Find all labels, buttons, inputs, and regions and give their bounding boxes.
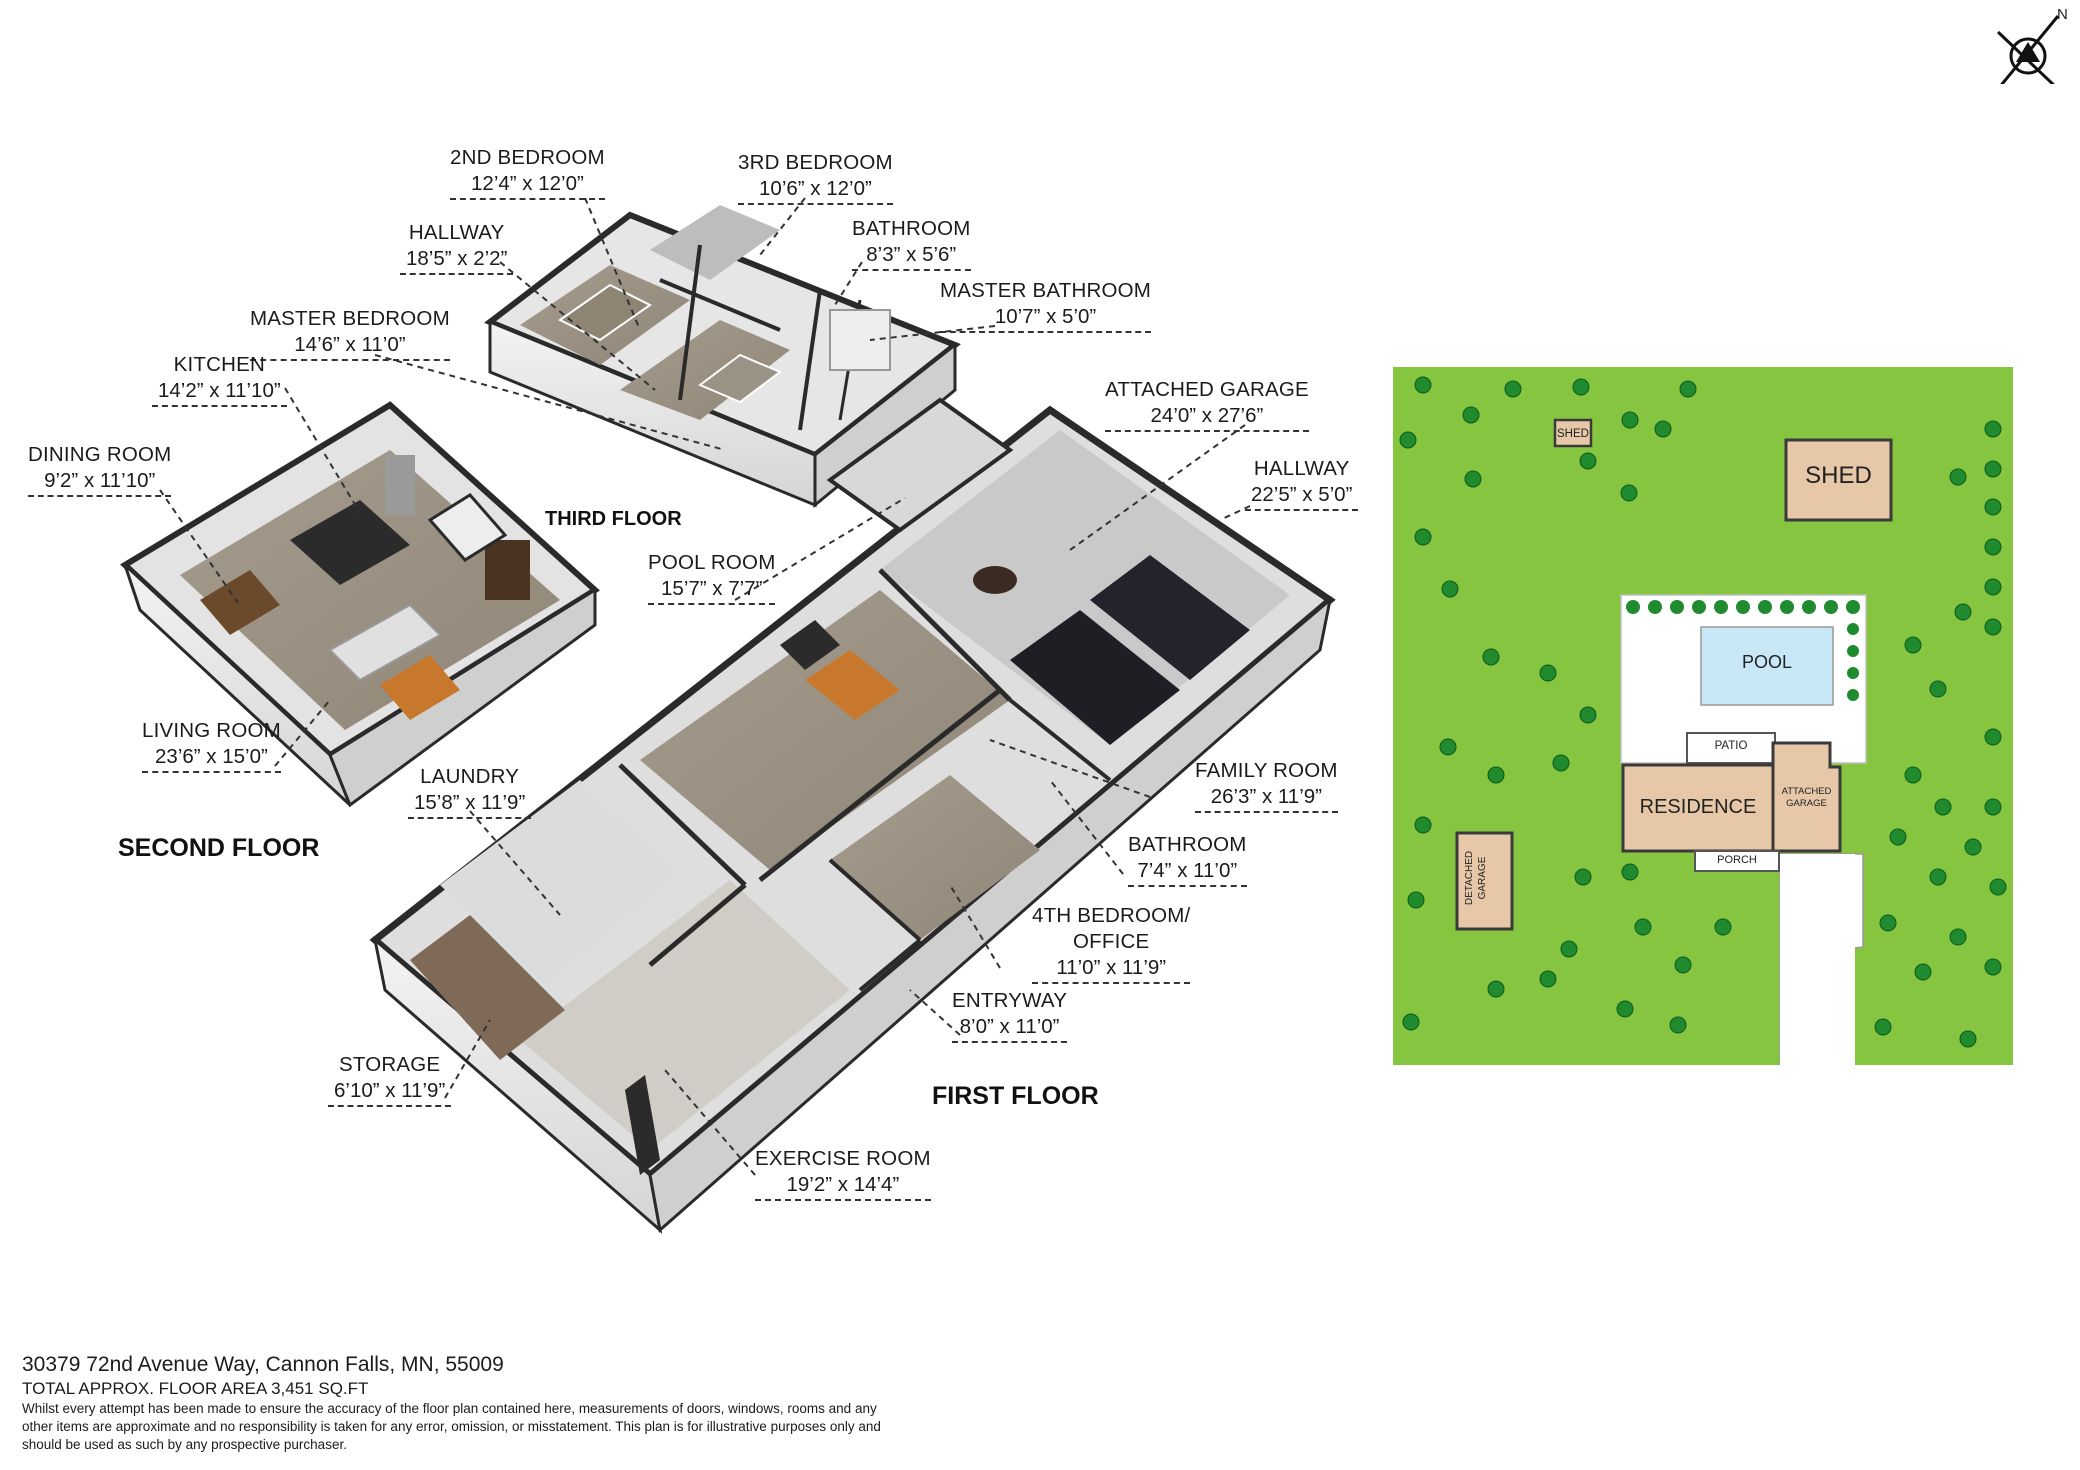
room-label-first-hallway: HALLWAY 22’5” x 5’0” [1245, 456, 1359, 511]
room-label-dining-room: DINING ROOM 9’2” x 11’10” [28, 442, 172, 497]
total-floor-area: TOTAL APPROX. FLOOR AREA 3,451 SQ.FT [22, 1379, 369, 1398]
site-label-shed-large: SHED [1805, 462, 1872, 489]
room-label-storage: STORAGE 6’10” x 11’9” [328, 1052, 452, 1107]
room-label-2nd-bedroom: 2ND BEDROOM 12’4” x 12’0” [450, 145, 605, 200]
second-floor-model [120, 401, 600, 808]
room-label-kitchen: KITCHEN 14’2” x 11’10” [152, 352, 287, 407]
shed-small [1553, 418, 1593, 448]
room-label-exercise-room: EXERCISE ROOM 19’2” x 14’4” [755, 1146, 931, 1201]
room-label-living-room: LIVING ROOM 23’6” x 15’0” [142, 718, 281, 773]
site-label-pool: POOL [1741, 652, 1793, 672]
room-label-entryway: ENTRYWAY 8’0” x 11’0” [952, 988, 1068, 1043]
porch [1694, 850, 1780, 872]
compass-north-label: N [2057, 6, 2068, 23]
room-label-laundry: LAUNDRY 15’8” x 11’9” [408, 764, 532, 819]
room-label-first-bathroom: BATHROOM 7’4” x 11’0” [1128, 832, 1247, 887]
compass-icon [1996, 15, 2060, 84]
floor-title-third: THIRD FLOOR [545, 508, 682, 530]
third-floor-model [484, 205, 961, 509]
room-label-master-bedroom: MASTER BEDROOM 14’6” x 11’0” [250, 306, 450, 361]
shed-large [1784, 438, 1893, 522]
room-label-attached-garage: ATTACHED GARAGE 24’0” x 27’6” [1105, 377, 1309, 432]
detached-garage [1455, 831, 1514, 931]
site-label-detached-garage: DETACHED GARAGE [1464, 850, 1488, 906]
disclaimer: Whilst every attempt has been made to en… [22, 1401, 881, 1452]
site-label-attached-garage: ATTACHED GARAGE [1781, 786, 1832, 809]
property-address: 30379 72nd Avenue Way, Cannon Falls, MN,… [22, 1353, 504, 1376]
pool [1700, 626, 1834, 706]
room-label-third-hallway: HALLWAY 18’5” x 2’2” [400, 220, 514, 275]
room-label-pool-room: POOL ROOM 15’7” x 7’7” [648, 550, 776, 605]
site-label-shed-small: SHED [1557, 428, 1589, 440]
site-label-residence: RESIDENCE [1639, 796, 1757, 818]
room-label-third-bathroom: BATHROOM 8’3” x 5’6” [852, 216, 971, 271]
site-plan [1393, 367, 2013, 1065]
floor-title-first: FIRST FLOOR [932, 1082, 1099, 1110]
room-label-family-room: FAMILY ROOM 26’3” x 11’9” [1195, 758, 1338, 813]
first-floor-model [369, 397, 1336, 1234]
leader-lines [159, 197, 1251, 1176]
room-label-3rd-bedroom: 3RD BEDROOM 10’6” x 12’0” [738, 150, 893, 205]
footer: 30379 72nd Avenue Way, Cannon Falls, MN,… [22, 1352, 922, 1454]
patio [1686, 732, 1776, 764]
floor-title-second: SECOND FLOOR [118, 834, 320, 862]
trees [1399, 376, 2007, 1048]
hedge [1626, 600, 1860, 701]
site-label-porch: PORCH [1717, 854, 1757, 866]
room-label-4th-bedroom-office: 4TH BEDROOM/ OFFICE 11’0” x 11’9” [1032, 903, 1191, 984]
room-label-master-bathroom: MASTER BATHROOM 10’7” x 5’0” [940, 278, 1152, 333]
site-label-patio: PATIO [1714, 740, 1748, 752]
